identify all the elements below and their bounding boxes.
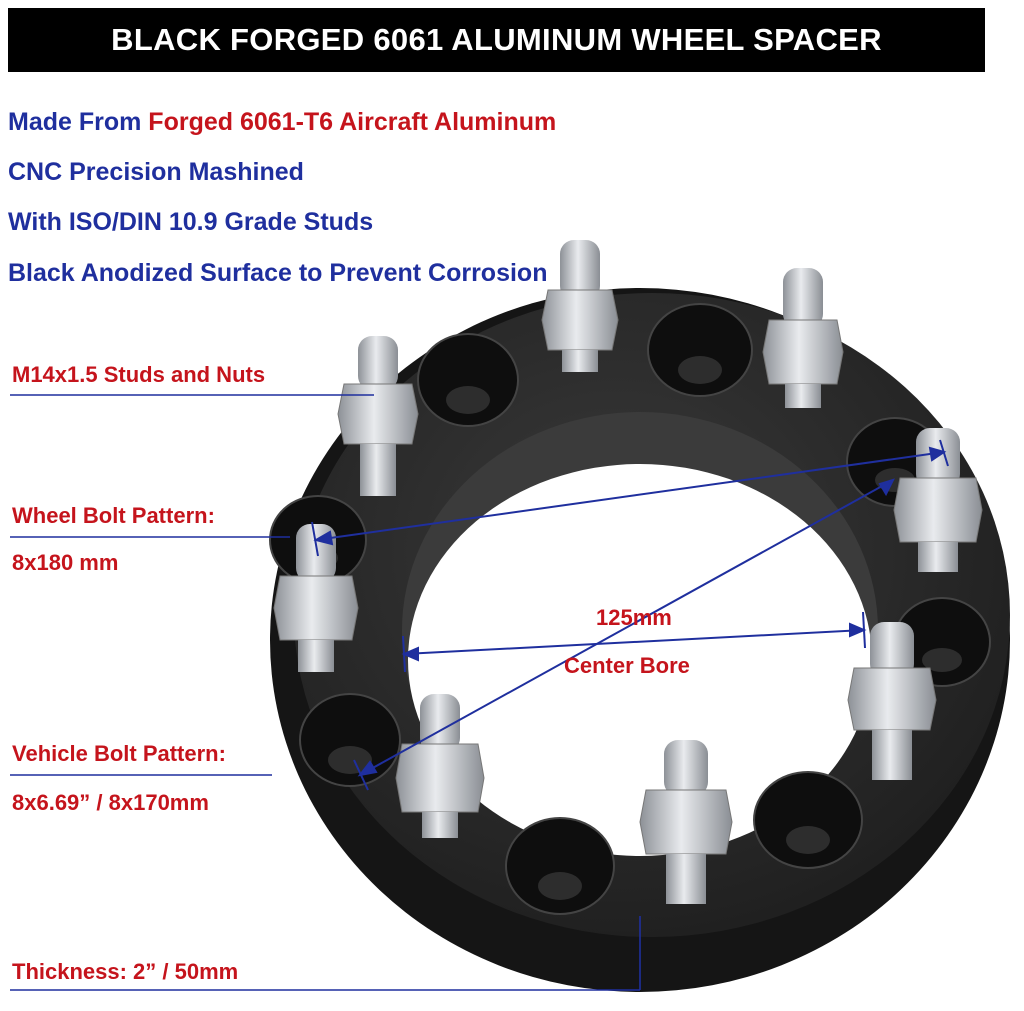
feature-studs-grade: With ISO/DIN 10.9 Grade Studs [8,208,374,236]
vehicle-bolt-pattern-label: Vehicle Bolt Pattern: [12,741,226,766]
stud [337,336,419,496]
thickness-callout: Thickness: 2” / 50mm [12,959,239,984]
stud [395,694,485,838]
feature-cnc: CNC Precision Mashined [8,158,304,186]
stud [847,622,937,780]
wheel-bolt-pattern-label: Wheel Bolt Pattern: [12,503,215,528]
stud [541,240,619,372]
stud [273,524,359,672]
feature-material: Made From Forged 6061-T6 Aircraft Alumin… [8,108,556,137]
studs-callout: M14x1.5 Studs and Nuts [12,362,266,387]
title-banner: BLACK FORGED 6061 ALUMINUM WHEEL SPACER [8,8,985,72]
stud [762,268,844,408]
center-bore [408,464,872,856]
feature-material-prefix: Made From [8,108,149,136]
wheel-bolt-pattern-value: 8x180 mm [12,550,119,575]
bolt-holes [269,303,991,915]
stud [639,740,733,904]
studs [273,240,983,904]
center-bore-label: Center Bore [564,653,690,678]
vehicle-bolt-pattern-value: 8x6.69” / 8x170mm [12,790,209,815]
feature-material-highlight: Forged 6061-T6 Aircraft Aluminum [148,108,557,136]
dimension-arrows [311,439,949,791]
stud [893,428,983,572]
callout-lines [10,394,641,991]
center-bore-size: 125mm [596,605,672,630]
feature-anodized: Black Anodized Surface to Prevent Corros… [8,259,548,287]
